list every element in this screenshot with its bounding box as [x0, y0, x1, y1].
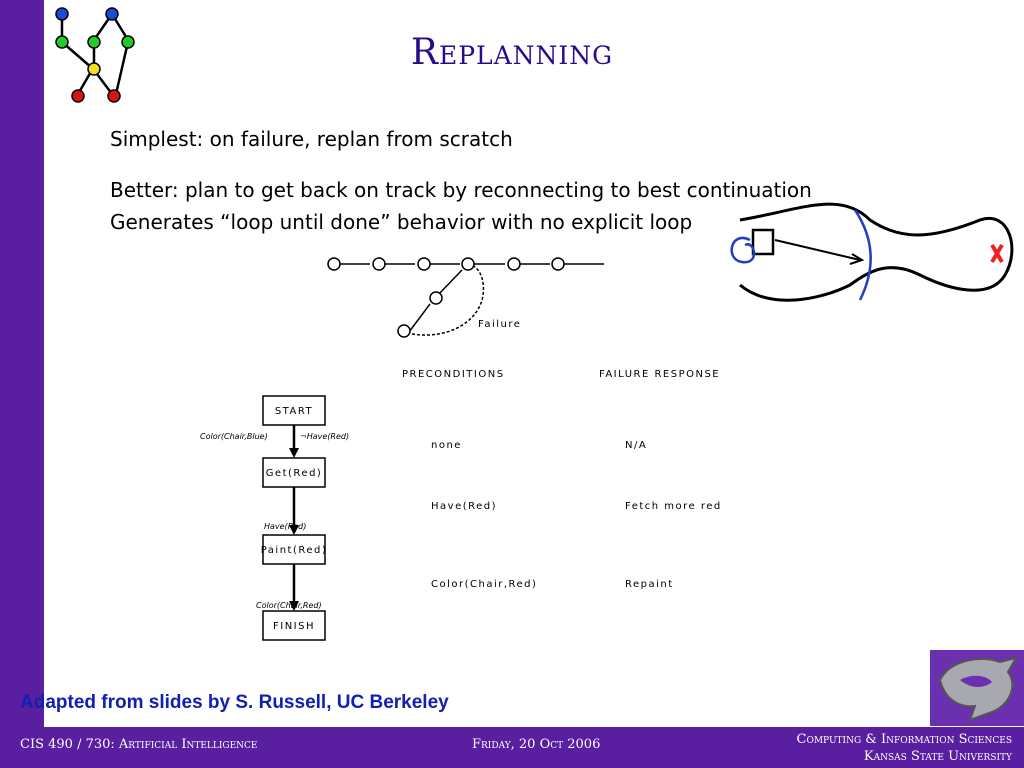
precondition-row-1: none: [431, 440, 462, 451]
plan-step-finish: [262, 610, 326, 641]
step-label-paint: Paint(Red): [261, 545, 328, 556]
footer-dept: Computing & Information Sciences: [796, 732, 1012, 747]
edge-label-have-red: Have(Red): [264, 522, 306, 531]
left-sidebar-bar: [0, 0, 44, 768]
edge-label-color-blue: Color(Chair,Blue): [200, 432, 268, 441]
precondition-row-3: Color(Chair,Red): [431, 579, 537, 590]
step-label-finish: FINISH: [273, 621, 315, 632]
replan-chain-diagram: Failure: [327, 257, 604, 338]
edge-label-not-have-red: ¬Have(Red): [300, 432, 349, 441]
failure-response-header: FAILURE RESPONSE: [599, 369, 720, 380]
response-row-1: N/A: [625, 440, 647, 451]
footer-university: Kansas State University: [863, 749, 1012, 764]
step-label-start: START: [275, 406, 313, 417]
footer-course: CIS 490 / 730: Artificial Intelligence: [20, 737, 258, 752]
edge-label-color-red: Color(Chair,Red): [256, 601, 322, 610]
slide-title: Replanning: [410, 32, 614, 73]
precondition-row-2: Have(Red): [431, 501, 497, 512]
bullet-generates: Generates “loop until done” behavior wit…: [110, 210, 693, 234]
step-label-get: Get(Red): [266, 468, 323, 479]
response-row-2: Fetch more red: [625, 501, 722, 512]
failure-label: Failure: [478, 319, 521, 330]
credit-text: Adapted from slides by S. Russell, UC Be…: [20, 692, 449, 713]
bullet-better: Better: plan to get back on track by rec…: [110, 178, 812, 202]
loop-sketch-drawing: [730, 202, 1014, 302]
plan-monitoring-diagram: PRECONDITIONS FAILURE RESPONSE START Get…: [200, 369, 722, 641]
response-row-3: Repaint: [625, 579, 674, 590]
bullet-simplest: Simplest: on failure, replan from scratc…: [110, 127, 513, 151]
footer-institution: Computing & Information Sciences Kansas …: [797, 731, 1012, 765]
preconditions-header: PRECONDITIONS: [402, 369, 505, 380]
wildcat-logo-icon: [930, 650, 1024, 726]
footer-bar: [0, 727, 1024, 768]
footer-date: Friday, 20 Oct 2006: [472, 737, 601, 752]
plan-step-start: [262, 395, 326, 426]
graph-logo-icon: [55, 7, 135, 103]
